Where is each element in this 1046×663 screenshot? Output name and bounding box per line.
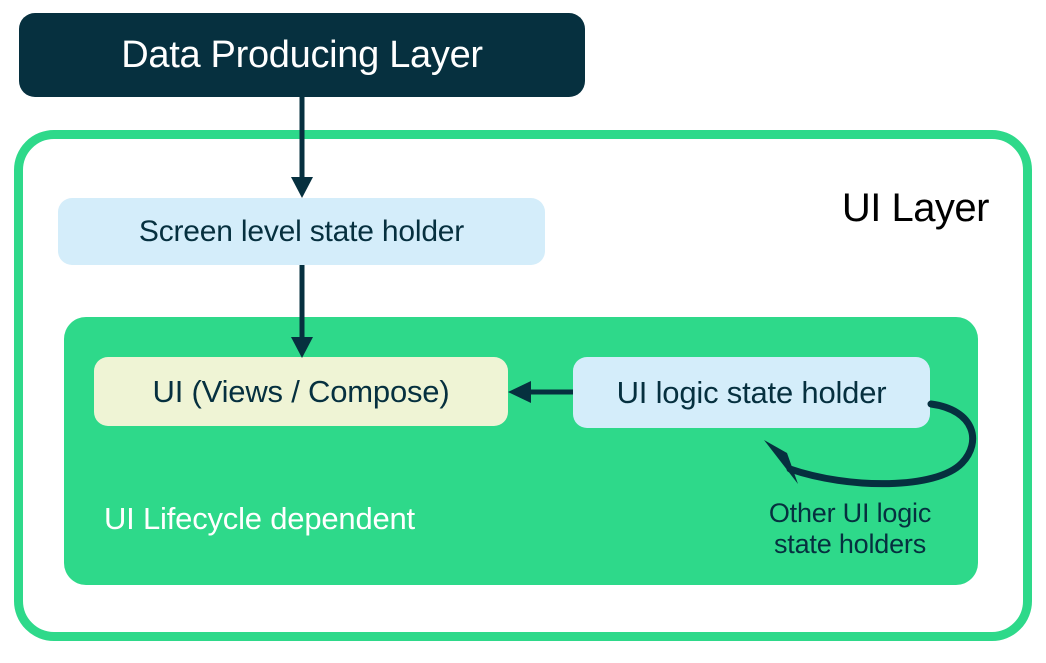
ui-views-compose-label: UI (Views / Compose) [152,374,450,409]
screen-level-state-holder-label: Screen level state holder [138,214,465,248]
screen-level-state-holder-box: Screen level state holder [58,198,545,265]
other-holders-caption-line-1: Other UI logic [768,498,932,528]
ui-views-compose-box: UI (Views / Compose) [94,357,508,426]
ui-lifecycle-dependent-label: UI Lifecycle dependent [104,501,415,536]
ui-layer-title: UI Layer [841,186,990,230]
data-producing-layer-label: Data Producing Layer [121,34,483,76]
ui-layer-container [14,130,1032,641]
data-producing-layer-box: Data Producing Layer [19,13,585,97]
ui-logic-state-holder-label: UI logic state holder [616,375,887,410]
other-ui-logic-state-holders-caption: Other UI logic state holders [745,498,955,561]
other-holders-caption-line-2: state holders [774,529,926,560]
ui-logic-state-holder-box: UI logic state holder [573,357,930,428]
